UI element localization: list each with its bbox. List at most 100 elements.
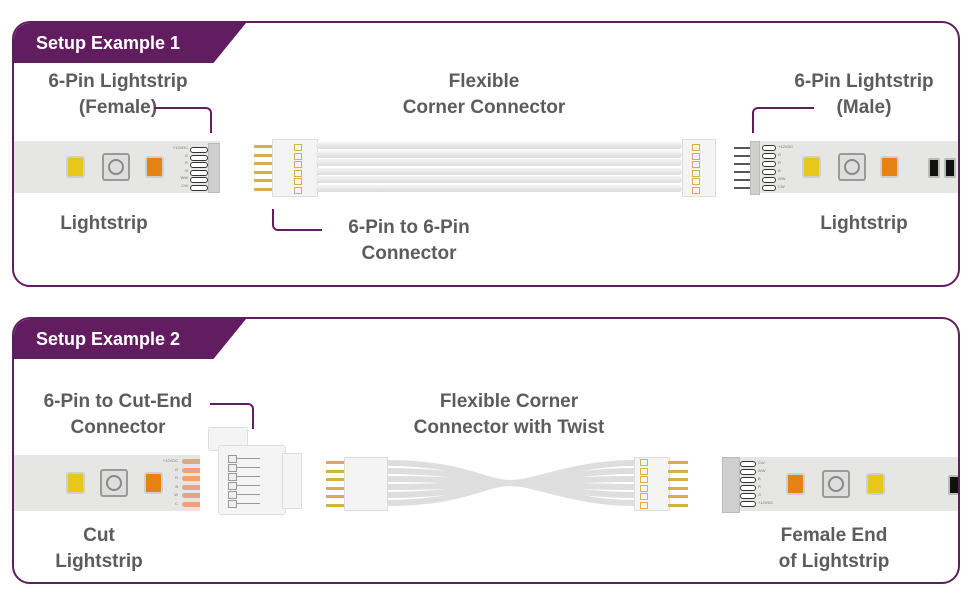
copper-pad [182,493,200,498]
pad-label: R [175,475,178,480]
twist-connector-label: Flexible Corner Connector with Twist [413,391,605,438]
right-lightstrip-label: Lightstrip [820,213,908,234]
pin-contact [294,186,302,194]
left-lightstrip-label: Lightstrip [60,213,148,234]
gold-pin [668,495,688,498]
twist-housing-left [344,457,388,511]
pad-label: C [175,500,178,506]
male-pin [734,179,750,181]
warm-led-icon [866,473,885,495]
female-pin-socket [740,477,756,483]
pin-label: B [758,476,761,481]
connector-leader-line [272,209,322,231]
pin-to-pin-connector-label: 6-Pin to 6-Pin Connector [348,217,470,264]
pad-label: G [174,466,178,472]
gold-pin [668,478,688,481]
pin-label: +12VDC [778,144,794,149]
contact-slot [228,482,237,490]
female-pin-socket [190,147,208,153]
pin-label: B [185,167,188,173]
male-pin-label: 6-Pin Lightstrip (Male) [794,71,934,118]
pin-label: G [758,492,762,497]
pin-label: G [184,152,188,158]
setup-example-2-title: Setup Example 2 [14,319,246,359]
gold-pin [254,179,272,182]
male-pin [734,163,750,165]
female-pin-socket [190,154,208,161]
pin-contact [640,493,648,500]
contact-line [236,467,260,468]
copper-pad [182,484,200,490]
female-pin-leader-line [154,107,212,133]
male-pin [734,187,750,189]
gold-pin [326,486,344,490]
pin-label: WW [778,176,786,181]
gold-pin [326,495,344,498]
pin-contact [692,186,700,194]
contact-slot [228,464,237,472]
gold-pin [254,187,272,191]
male-pin [734,171,750,173]
female-pin-socket [740,469,756,475]
pin-label: CW [181,182,188,188]
pin-label: R [758,484,761,489]
male-pin-socket [762,177,776,183]
amber-led-icon [144,472,163,494]
female-pin-socket [190,177,208,183]
gold-pin [254,162,272,165]
pin-contact [294,144,302,151]
female-pin-socket [740,493,756,499]
amber-led-icon [880,156,899,178]
right-lightstrip [758,141,958,193]
twist-wires [385,460,635,506]
pin-header-block [722,457,740,513]
wire [316,184,682,192]
pin-contact [294,161,302,168]
pad-label: W [174,492,178,497]
cut-lightstrip-label: Cut Lightstrip [55,525,143,572]
corner-connector-label: Flexible Corner Connector [402,71,566,118]
female-pin-socket [740,485,756,491]
pad-label: +12VDC [162,458,178,463]
pin-contact [692,178,700,185]
gold-pin [326,461,344,464]
female-pin-socket [190,184,208,191]
pin-contact [294,169,302,177]
warm-led-icon [66,472,85,494]
pin-contact [640,484,648,492]
male-pin-socket [762,153,776,159]
contact-slot [228,500,237,508]
gold-pin [668,461,688,464]
male-pin-socket [762,161,776,167]
contact-line [236,476,260,477]
setup-example-1-title: Setup Example 1 [14,23,246,63]
male-pin-socket [762,145,776,151]
pin-header-block [208,143,220,193]
gold-pin [668,503,688,507]
pin-label: G [778,152,782,157]
contact-line [236,485,260,486]
gold-pin [254,153,272,157]
copper-pad [182,476,200,481]
female-pin-socket [190,162,208,168]
warm-led-icon [802,156,821,178]
contact-slot [228,473,237,481]
pin-label: CW [778,184,785,189]
wire [316,159,682,166]
pin-label: CW [758,460,765,465]
connector-plug [282,453,302,509]
resistor-icon [944,158,956,178]
rgb-led-icon [822,470,850,498]
gold-pin [254,145,272,148]
pin-contact [692,152,700,160]
female-pin-socket [740,501,756,507]
contact-line [236,503,260,504]
copper-pad [182,459,200,464]
gold-pin [254,170,272,174]
male-pin [734,147,750,149]
gold-pin [668,469,688,473]
pin-contact [640,467,648,475]
amber-led-icon [786,473,805,495]
